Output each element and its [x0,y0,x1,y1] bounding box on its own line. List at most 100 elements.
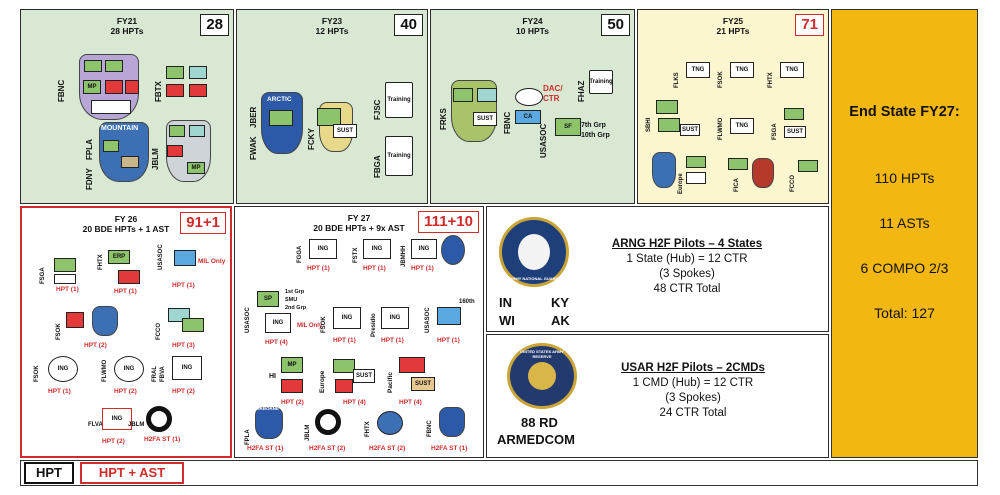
unit-patch [439,407,465,437]
unit-symbol [169,125,185,137]
panel-fy21: FY21 28 HPTs 28 FBNC MP FBTX FDNY FPLA M… [20,9,234,204]
training-symbol: Training [589,70,613,94]
fy27-subtitle: 20 BDE HPTs + 9x AST [313,223,405,233]
hpt-count: HPT (2) [102,438,125,445]
unit-patch [441,235,465,265]
label-presidio: Presidio [371,313,377,337]
unit-symbol [658,118,680,132]
unit-symbol [317,108,341,126]
label-fdny: FDNY [85,168,94,190]
panel-title: FY23 12 HPTs [237,16,427,36]
label-frks: FRKS [439,108,448,130]
hpt-count: HPT (1) [48,388,71,395]
label-fsga: FSGA [772,123,778,140]
hpt-count: HPT (1) [172,282,195,289]
end-state-total: Total: 127 [874,305,935,321]
unit-symbol [399,357,425,373]
unit-symbol [437,307,461,325]
panel-fy26: FY 26 20 BDE HPTs + 1 AST 91+1 FSGA HPT … [20,206,232,458]
label-fcco: FCCO [790,175,796,192]
fy24-subtitle: 10 HPTs [516,26,549,36]
unit-symbol [377,411,403,435]
sust-symbol: SUST [784,126,806,138]
label-fcco: FCCO [156,323,162,340]
hpt-count: HPT (1) [363,265,386,272]
label-fbnc: FBNC [57,79,66,102]
label-jblm: JBLM [128,422,145,428]
unit-symbol [118,270,140,284]
hpt-count: HPT (2) [172,388,195,395]
label-ctr: CTR [543,94,560,103]
hpt-count: HPT (1) [114,288,137,295]
label-jblm: JBLM [305,424,311,441]
panel-title: FY 27 20 BDE HPTs + 9x AST [235,213,483,233]
ing-symbol: ING [333,307,361,329]
label-fsok: FSOK [321,316,327,333]
cmd-armedcom: ARMEDCOM [497,432,575,447]
hpt-count: HPT (4) [265,339,288,346]
ast-count: H2FA ST (1) [144,436,181,443]
fy23-subtitle: 12 HPTs [315,26,349,36]
state-in: IN [499,295,512,310]
hpt-count: HPT (1) [307,265,330,272]
label-mil-only: MIL Only [297,323,323,329]
state-ak: AK [551,313,570,328]
label-usasoc: USASOC [539,123,548,158]
label-flks: FLKS [674,72,680,88]
fy21-count: 28 [200,14,229,36]
fy26-count: 91+1 [180,212,226,234]
fy25-count: 71 [795,14,824,36]
label-fhaz: FHAZ [577,80,586,102]
label-fsok: FSOK [56,323,62,340]
label-1st-grp: 1st Grp [285,289,305,295]
state-ky: KY [551,295,570,310]
target-icon [146,406,172,432]
usar-line1: 1 CMD (Hub) = 12 CTR [632,377,754,389]
mountain-patch [99,122,149,182]
panel-title: FY24 10 HPTs [431,16,634,36]
panel-title: FY21 28 HPTs [21,16,233,36]
ing-symbol: ING [172,356,202,380]
ing-symbol: ING [309,239,337,259]
label-jbmhh: JBMHH [401,245,407,267]
unit-symbol [189,66,207,79]
sust-symbol: SUST [473,112,497,126]
ing-symbol: ING [363,239,391,259]
label-fhtx: FHTX [98,254,104,270]
label-pacific: Pacific [387,372,394,393]
usar-line2: (3 Spokes) [665,392,721,404]
hpt-count: HPT (1) [56,286,79,293]
sust-symbol: SUST [411,377,435,391]
unit-symbol [105,80,123,94]
label-fpla: FPLA [85,139,94,160]
unit-symbol [121,156,139,168]
unit-symbol [728,158,748,170]
label-dac: DAC/ [543,84,563,93]
unit-symbol [453,88,473,102]
hpt-count: HPT (4) [399,399,422,406]
tng-symbol: TNG [780,62,804,78]
fy24-count: 50 [601,14,630,36]
label-jblm: JBLM [151,148,160,170]
target-icon [315,409,341,435]
label-sbhi: SBHI [646,117,652,132]
panel-title: FY25 21 HPTs [638,16,828,36]
fy25-title: FY25 [722,16,744,26]
panel-arng: ARMY NATIONAL GUARD IN KY WI AK ARNG H2F… [486,206,829,332]
arctic-tab: ARCTIC [267,96,292,103]
fy26-subtitle: 20 BDE HPTs + 1 AST [82,224,170,234]
unit-symbol [66,312,84,328]
unit-symbol [166,66,184,79]
label-2nd-grp: 2nd Grp [285,305,307,311]
unit-symbol [189,125,205,137]
panel-usar: UNITED STATES ARMY RESERVE 88 RD ARMEDCO… [486,334,829,458]
training-symbol: Training [385,136,413,176]
end-state-box: End State FY27: 110 HPTs 11 ASTs 6 COMPO… [831,9,978,458]
arng-pilot-text: ARNG H2F Pilots – 4 States 1 State (Hub)… [587,237,787,297]
end-state-asts: 11 ASTs [879,215,930,231]
fy21-title: FY21 [116,16,138,26]
unit-patch [652,152,676,188]
label-fica: FICA [734,178,740,192]
label-hi: HI [269,373,276,380]
hpt-count: HPT (2) [281,399,304,406]
